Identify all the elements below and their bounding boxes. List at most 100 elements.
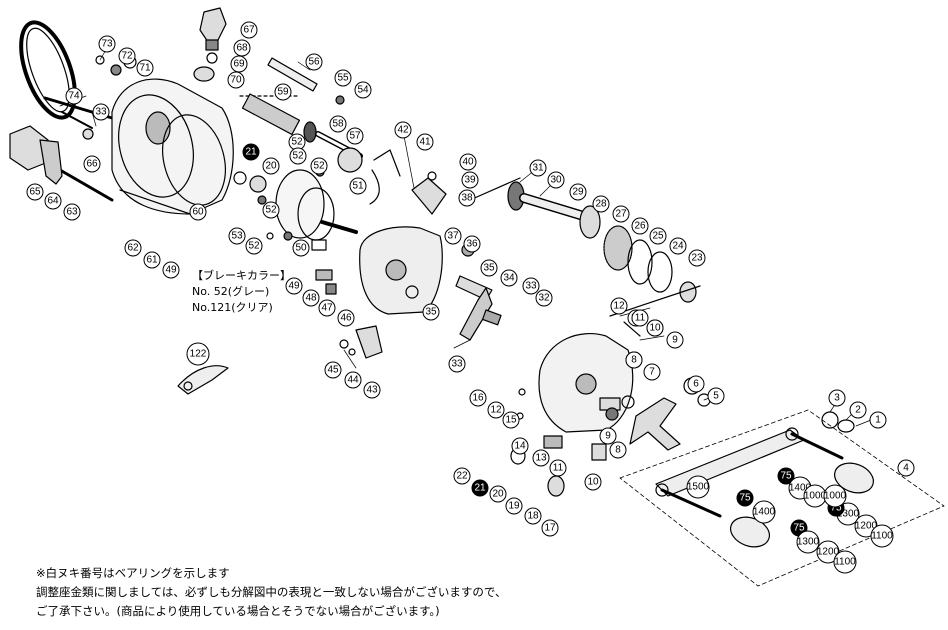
part-callout-63: 63 [63, 203, 81, 221]
part-number-label: 21 [245, 147, 257, 158]
part-number-label: 35 [425, 307, 437, 318]
part-callout-11: 11 [549, 459, 567, 477]
part-callout-1200: 1200 [816, 540, 840, 564]
part-callout-20: 20 [262, 157, 280, 175]
part-callout-59: 59 [274, 83, 292, 101]
callout-circle [463, 235, 481, 253]
callout-circle [459, 153, 477, 171]
callout-circle [262, 201, 280, 219]
callout-circle [83, 155, 101, 173]
bearing-callout-21: 21 [242, 143, 260, 161]
callout-circle [302, 289, 320, 307]
part-number-label: 52 [313, 161, 325, 172]
callout-circle [136, 59, 154, 77]
part-number-label: 27 [615, 209, 627, 220]
part-callout-57: 57 [346, 127, 364, 145]
callout-circle [318, 299, 336, 317]
gear-train [469, 177, 701, 317]
part-callout-1: 1 [869, 411, 887, 429]
part-number-label: 8 [615, 445, 621, 456]
part-callout-20: 20 [489, 485, 507, 503]
callout-circle [736, 489, 754, 507]
callout-circle [363, 381, 381, 399]
callout-circle [310, 157, 328, 175]
part-number-label: 8 [631, 355, 637, 366]
callout-circle [422, 303, 440, 321]
callout-circle [416, 133, 434, 151]
callout-circle [118, 47, 136, 65]
callout-circle [124, 239, 142, 257]
callout-circle [505, 497, 523, 515]
part-callout-64: 64 [44, 192, 62, 210]
part-number-label: 34 [503, 273, 515, 284]
brake-note-line-2: No.121(クリア) [192, 300, 291, 316]
part-callout-5: 5 [707, 387, 725, 405]
bearing-callout-75: 75 [736, 489, 754, 507]
part-callouts: 7372717433666564636768697059585756555421… [26, 21, 915, 574]
part-number-label: 45 [327, 365, 339, 376]
part-number-label: 20 [492, 489, 504, 500]
part-number-label: 61 [146, 255, 158, 266]
part-number-label: 21 [474, 483, 486, 494]
part-callout-55: 55 [334, 69, 352, 87]
part-callout-3: 3 [828, 389, 846, 407]
part-number-label: 53 [231, 231, 243, 242]
callout-circle [346, 127, 364, 145]
callout-circle [189, 203, 207, 221]
part-number-label: 15 [505, 415, 517, 426]
part-number-label: 51 [352, 181, 364, 192]
part-number-label: 44 [347, 375, 359, 386]
part-number-label: 74 [68, 91, 80, 102]
part-callout-45: 45 [324, 361, 342, 379]
callout-circle [394, 121, 412, 139]
part-callout-16: 16 [469, 389, 487, 407]
part-number-label: 20 [265, 161, 277, 172]
callout-circle [823, 484, 847, 508]
callout-circle [592, 195, 610, 213]
part-number-label: 14 [514, 441, 526, 452]
callout-circle [240, 21, 258, 39]
part-callout-28: 28 [592, 195, 610, 213]
part-number-label: 40 [462, 157, 474, 168]
brake-note-line-1: No. 52(グレー) [192, 284, 291, 300]
part-callout-44: 44 [344, 371, 362, 389]
part-number-label: 1400 [789, 483, 812, 494]
part-number-label: 122 [190, 349, 207, 360]
callout-circle [646, 319, 664, 337]
part-number-label: 67 [243, 25, 255, 36]
callout-circle [625, 351, 643, 369]
part-number-label: 1300 [797, 537, 820, 548]
callout-circle [262, 157, 280, 175]
part-number-label: 1300 [837, 509, 860, 520]
callout-circle [329, 115, 347, 133]
bearing-callout-75: 75 [777, 467, 795, 485]
footer-washer-note: 調整座金類に関しましては、必ずしも分解図中の表現と一致しない場合がございますので… [36, 585, 507, 599]
part-callout-4: 4 [897, 459, 915, 477]
footer-disclaimer: ご了承下さい。(商品により使用している場合とそうでない場合がございます。) [36, 604, 440, 618]
part-callout-41: 41 [416, 133, 434, 151]
part-number-label: 37 [447, 231, 459, 242]
callout-circle [828, 389, 846, 407]
reel-parts-drawing [9, 7, 945, 587]
callout-circle [535, 289, 553, 307]
part-callout-72: 72 [118, 47, 136, 65]
callout-circle [63, 203, 81, 221]
part-number-label: 70 [230, 75, 242, 86]
part-callout-74: 74 [65, 87, 83, 105]
callout-circle [480, 259, 498, 277]
callout-circle [458, 189, 476, 207]
part-number-label: 58 [332, 119, 344, 130]
part-callout-52: 52 [262, 201, 280, 219]
part-callout-36: 36 [463, 235, 481, 253]
part-number-label: 59 [277, 87, 289, 98]
part-callout-12: 12 [610, 297, 628, 315]
part-callout-1400: 1400 [752, 500, 776, 524]
lower-parts [177, 365, 607, 497]
part-number-label: 55 [337, 73, 349, 84]
part-number-label: 66 [86, 159, 98, 170]
part-number-label: 52 [292, 151, 304, 162]
callout-circle [98, 35, 116, 53]
part-number-label: 31 [532, 163, 544, 174]
part-number-label: 56 [308, 57, 320, 68]
leader-lines [59, 47, 877, 427]
